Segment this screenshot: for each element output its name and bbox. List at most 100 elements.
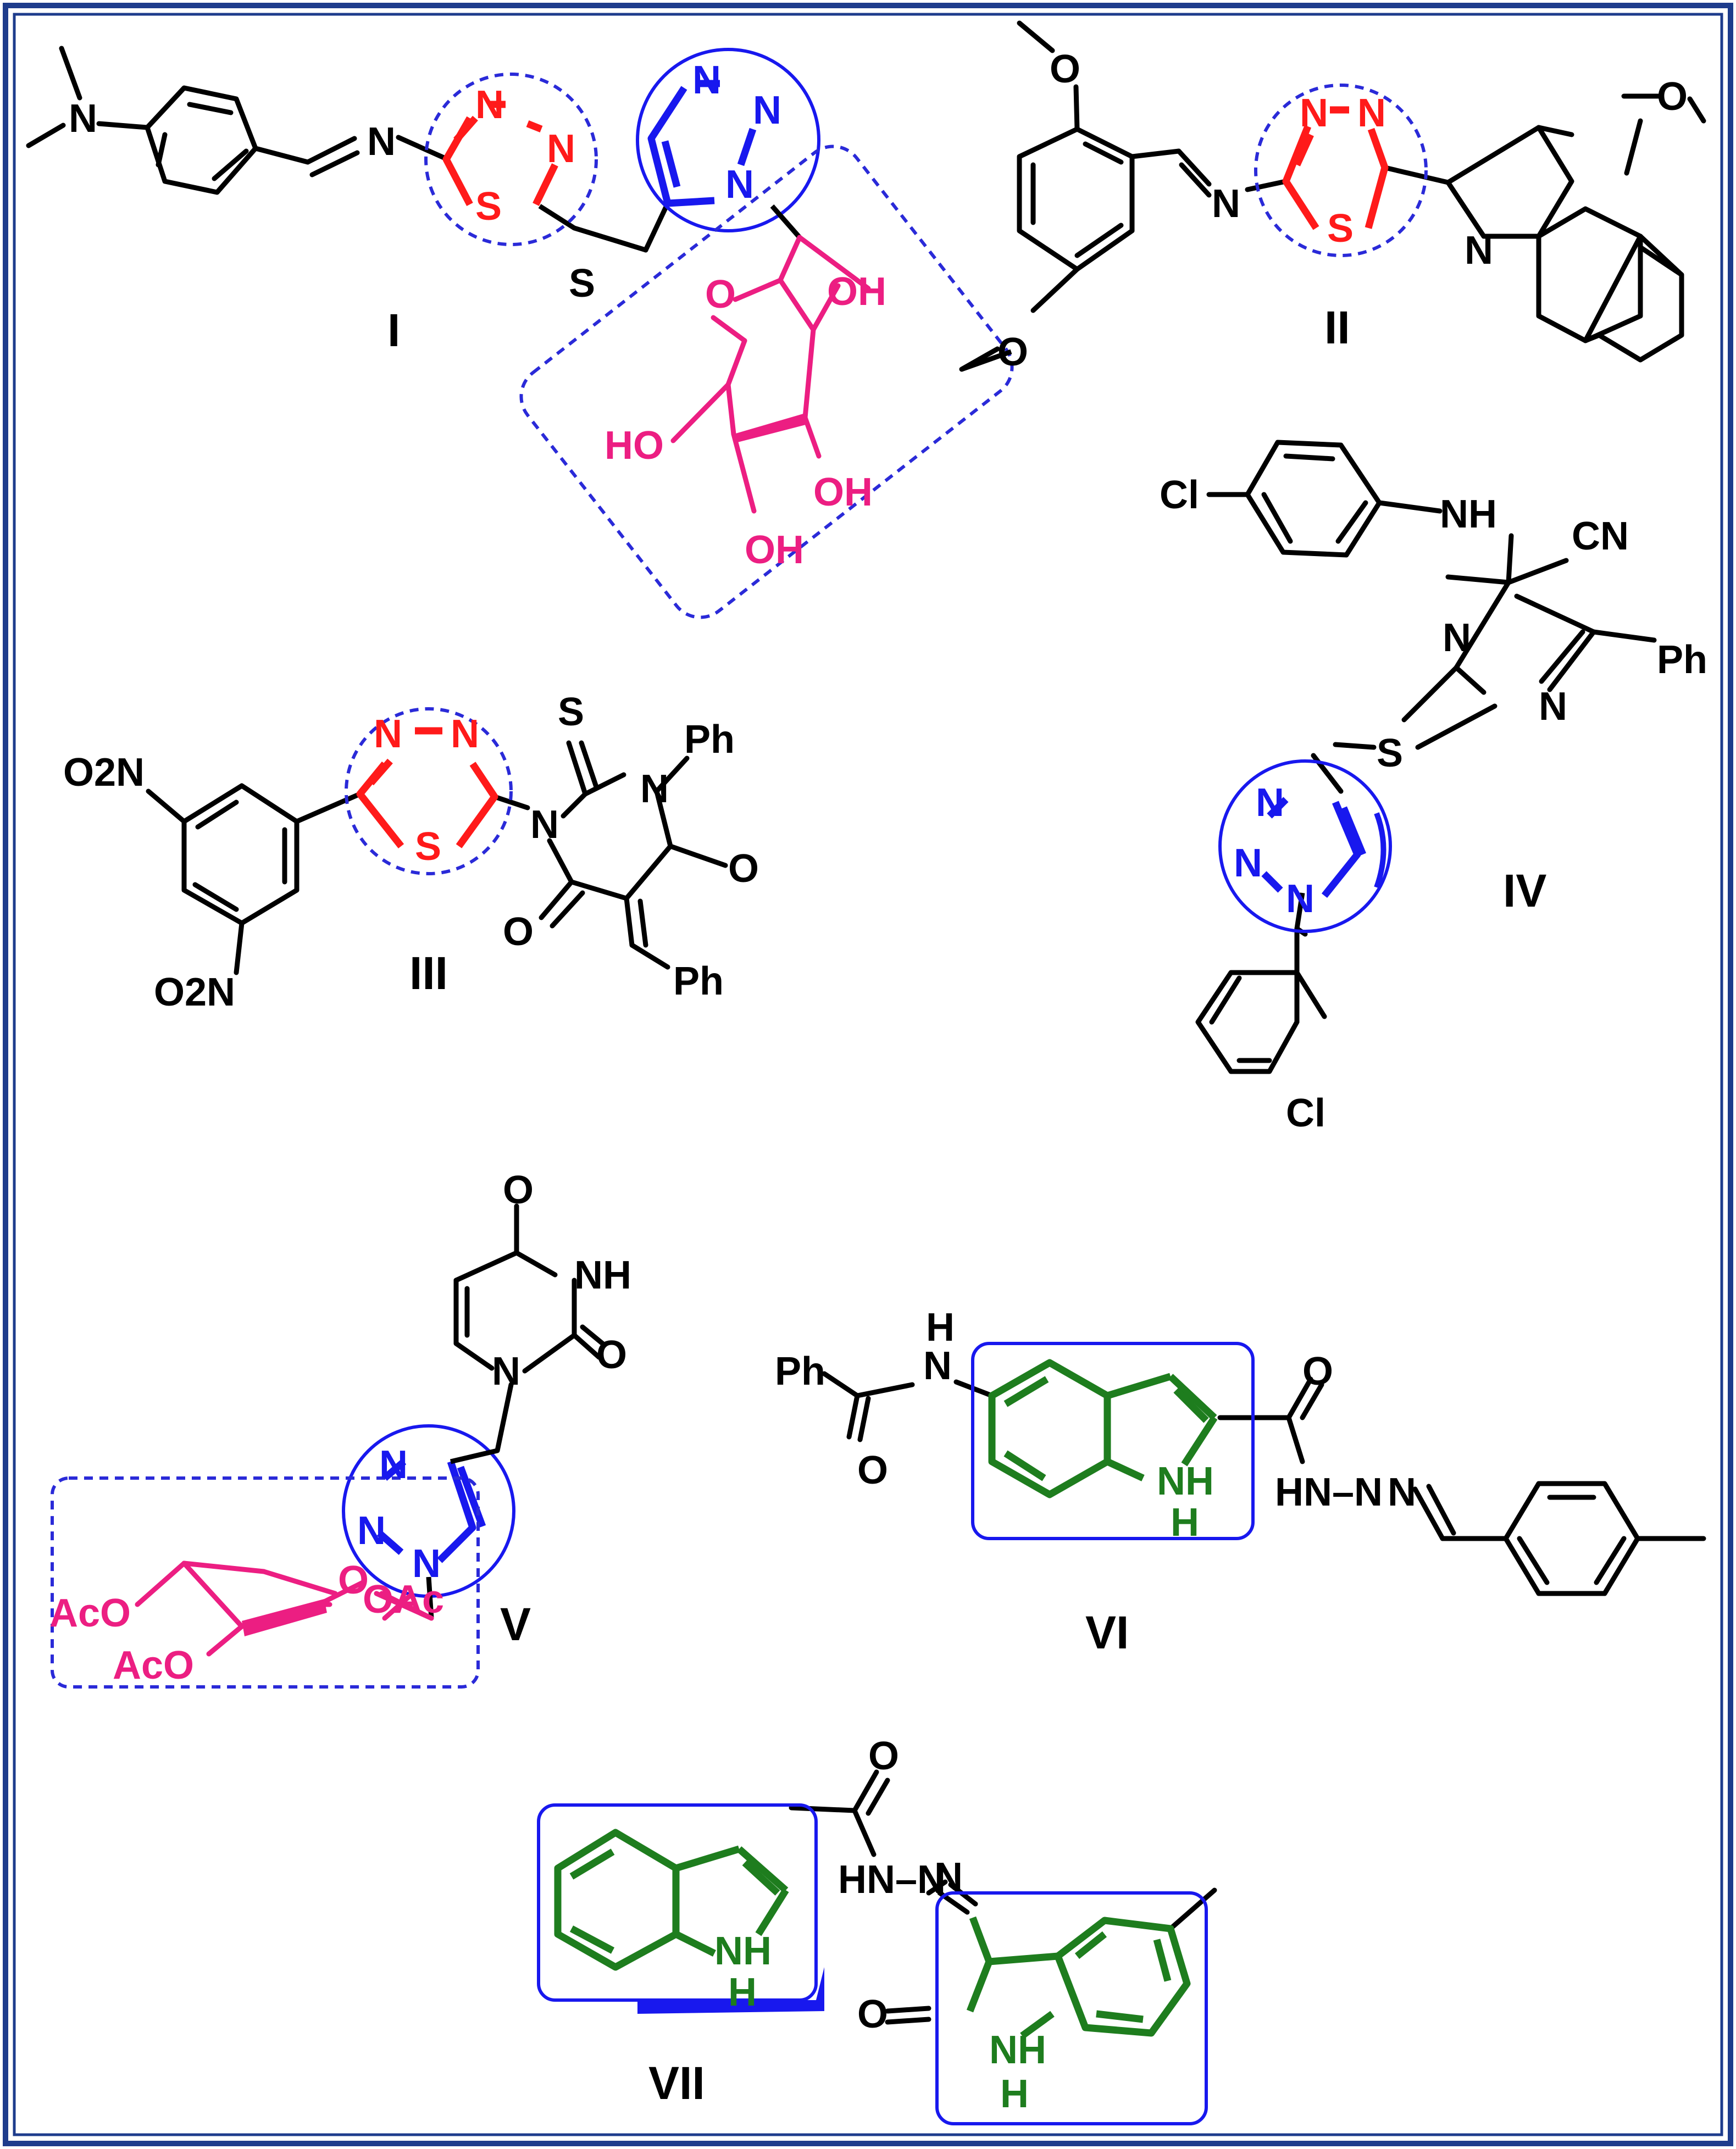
atom-nh: NH	[574, 1253, 631, 1297]
atom-thiadiazole-n2: N	[1357, 91, 1386, 135]
compound-label-VI: VI	[1085, 1607, 1129, 1658]
atom-n-uracil: N	[492, 1350, 520, 1393]
atom-oac3: AcO	[113, 1643, 194, 1687]
compound-II	[959, 20, 1706, 372]
sugar-I	[670, 235, 871, 514]
atom-o-hydrazide: O	[1302, 1350, 1333, 1393]
atom-lactam-nh-n: NH	[989, 2028, 1046, 2072]
atom-hn-n: HN–N	[1275, 1470, 1383, 1514]
bond-triazole-anomeric	[426, 1576, 434, 1619]
atom-cl2: Cl	[1286, 1091, 1325, 1135]
atom-n-amide: N	[923, 1344, 952, 1388]
atom-sugar-oh2: OH	[813, 470, 873, 514]
atom-thiadiazole-s: S	[415, 825, 441, 869]
compound-VI	[822, 1371, 1706, 1596]
atom-n1: N	[530, 803, 559, 847]
atom-thiadiazole-n1: N	[475, 83, 504, 127]
atom-o-lactam: O	[857, 1992, 888, 2036]
highlight-circle-thiadiazole-III	[345, 707, 513, 875]
sugar-V-wedge	[242, 1599, 327, 1636]
atom-o2: O	[503, 910, 534, 954]
atom-thioether-s: S	[569, 262, 595, 306]
indole-VI	[988, 1359, 1218, 1498]
bond-triazole-ch2	[1294, 892, 1305, 929]
thiadiazole-ring-III	[356, 727, 498, 849]
atom-thiadiazole-n1: N	[374, 712, 402, 756]
atom-imine-n: N	[367, 120, 396, 164]
atom-indole-nh-h: H	[728, 1970, 757, 2014]
atom-quinoline-n: N	[1465, 229, 1493, 273]
bond-thiadiazole-s	[538, 204, 576, 230]
atom-sugar-ho: HO	[604, 424, 664, 468]
highlight-box-isatin-VII	[935, 1891, 1208, 2125]
labels-III: O2N O2N N N S N S N Ph O O Ph III	[63, 690, 759, 1014]
highlight-circle-triazole-IV	[1218, 759, 1392, 933]
atom-no2-1: O2N	[63, 751, 145, 795]
compound-V	[453, 1203, 607, 1453]
atom-o-top: O	[503, 1168, 534, 1212]
compound-label-V: V	[500, 1598, 531, 1650]
compound-I	[26, 46, 670, 253]
bond-triazole-sugar	[770, 204, 802, 239]
atom-thiadiazole-n1: N	[1300, 91, 1328, 135]
atom-lactam-nh-h: H	[1000, 2072, 1029, 2116]
atom-pyr-n2: N	[1539, 685, 1567, 729]
compound-label-II: II	[1324, 302, 1350, 353]
highlight-circle-triazole-I	[636, 48, 820, 232]
atom-triazole-n1: N	[1256, 781, 1284, 825]
atom-oac2: AcO	[49, 1591, 131, 1635]
compound-label-III: III	[409, 947, 448, 999]
highlight-box-indole-VII-shadow	[637, 1967, 824, 2014]
atom-sugar-oh1: OH	[827, 270, 886, 314]
triazole-ring-I	[647, 80, 757, 207]
atom-triazole-n3: N	[1286, 877, 1315, 921]
atom-triazole-n2: N	[1234, 841, 1262, 885]
atom-n2: N	[640, 767, 669, 811]
highlight-circle-thiadiazole-I	[424, 73, 598, 246]
atom-sugar-ring-o: O	[338, 1558, 369, 1602]
atom-ph1: Ph	[684, 718, 735, 762]
atom-triazole-n3: N	[412, 1542, 441, 1586]
labels-VI: Ph H N O NH H O HN–N N VI	[775, 1306, 1416, 1658]
triazole-ring-V	[376, 1459, 486, 1563]
atom-ph2: Ph	[673, 959, 724, 1003]
labels-VII: O NH H HN–N N O NH H VII	[648, 1734, 1046, 2116]
outer-frame	[3, 3, 1733, 2146]
sugar-I-wedge	[734, 413, 808, 442]
atom-triazole-n2: N	[753, 88, 781, 132]
atom-nh: NH	[1440, 492, 1497, 536]
atom-indole-nh-h: H	[1171, 1501, 1199, 1545]
atom-indole-nh-n: NH	[714, 1929, 772, 1973]
atom-o-side: O	[596, 1333, 627, 1377]
atom-o-amide: O	[857, 1448, 888, 1492]
compound-III	[146, 740, 728, 975]
compound-label-VII: VII	[648, 2057, 705, 2109]
thiadiazole-ring-II	[1282, 106, 1389, 230]
indole-VII	[554, 1829, 789, 1971]
highlight-box-sugar-V	[51, 1476, 480, 1689]
atom-thiadiazole-s: S	[475, 185, 502, 229]
compound-label-IV: IV	[1503, 865, 1546, 917]
atom-ph: Ph	[775, 1350, 825, 1393]
compound-label-I: I	[387, 304, 400, 356]
labels-I: N N N N S S N N N O OH OH OH HO I	[69, 58, 886, 572]
atom-thiadiazole-n2: N	[451, 712, 479, 756]
atom-n-imine: N	[1388, 1470, 1416, 1514]
atom-thiadiazole-s: S	[1327, 207, 1354, 251]
atom-o1: O	[728, 847, 759, 891]
atom-oac1: OAc	[363, 1578, 444, 1622]
atom-imine-n: N	[1212, 182, 1240, 226]
highlight-box-sugar-I	[519, 145, 1014, 619]
atom-indole-nh-n: NH	[1157, 1459, 1214, 1503]
atom-o-hydrazide: O	[868, 1734, 899, 1778]
atom-no2-2: O2N	[154, 970, 235, 1014]
highlight-box-indole-VI	[971, 1342, 1255, 1540]
atom-triazole-n3: N	[725, 163, 754, 207]
labels-IV: Cl NH CN N Ph N S N N N Cl IV	[1160, 473, 1707, 1135]
atom-hn-n: HN–N	[838, 1858, 946, 1902]
atom-thiadiazole-n2: N	[547, 127, 575, 171]
atom-s: S	[1377, 731, 1403, 775]
atom-h-top: H	[926, 1306, 955, 1350]
atom-imine-n: N	[934, 1855, 963, 1899]
